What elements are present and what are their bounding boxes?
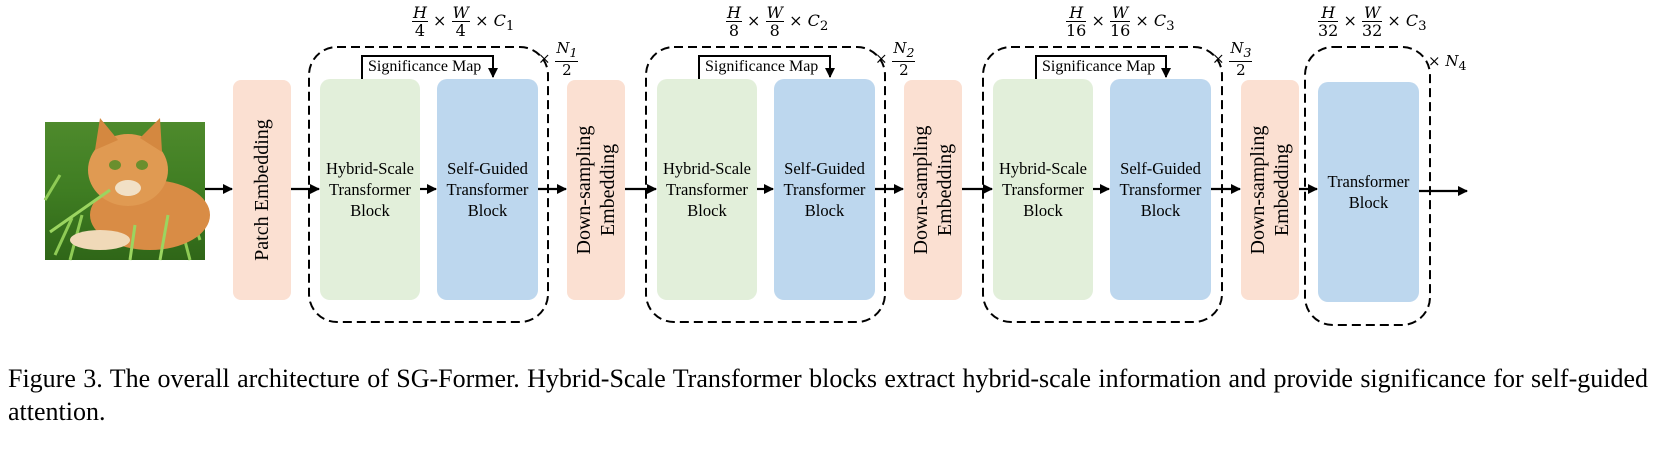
selfguided-block-1 [437,79,538,300]
cat-image [43,118,210,261]
selfguided-block-3 [1110,79,1211,300]
patch-embedding-label: Patch Embedding [251,119,273,261]
repeat-label-4: × N4 [1428,52,1467,73]
significance-map-label-3: Significance Map [1040,58,1158,76]
flow-arrows [205,184,1468,196]
hybrid-block-2 [657,79,757,300]
downsampling-box-3 [1241,80,1299,300]
transformer-block-4 [1318,82,1419,302]
figure-caption: Figure 3. The overall architecture of SG… [8,364,1648,426]
stage-4-container [1304,46,1431,326]
significance-map-label-2: Significance Map [703,58,821,76]
stage-2-container [645,46,886,323]
significance-map-label-1: Significance Map [366,58,484,76]
downsampling-box-1 [567,80,625,300]
patch-embedding-box [233,80,291,300]
significance-map-links [361,55,1171,79]
figure-graphics [43,46,1468,326]
hybrid-block-1 [320,79,420,300]
stage-1-container [308,46,549,323]
selfguided-block-2 [774,79,875,300]
downsampling-box-2 [904,80,962,300]
hybrid-block-3 [993,79,1093,300]
